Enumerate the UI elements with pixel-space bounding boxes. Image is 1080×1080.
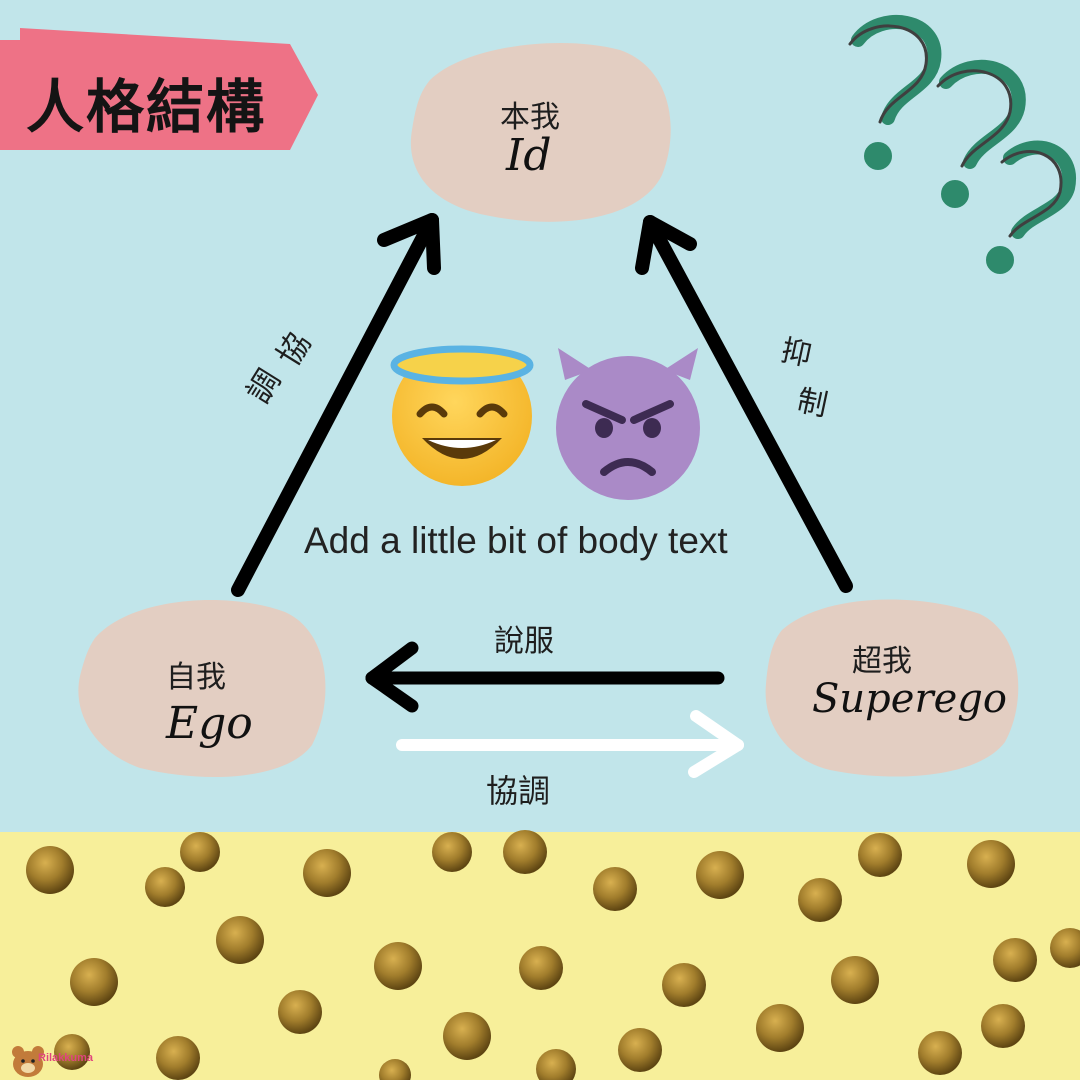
edge-label-ego-to-superego: 協調	[486, 766, 550, 812]
ego-node-label-zh: 自我	[166, 652, 226, 696]
body-text: Add a little bit of body text	[304, 520, 728, 562]
superego-node-label-en: Superego	[812, 676, 1007, 722]
page-title: 人格結構	[26, 60, 266, 144]
smiling-face-with-halo-icon	[392, 346, 532, 486]
angry-face-with-horns-icon	[556, 348, 700, 500]
ego-node-label-en: Ego	[166, 698, 253, 749]
arrow-ego-to-superego	[402, 716, 738, 772]
id-node-label-en: Id	[506, 130, 552, 181]
edge-label-superego-to-ego: 說服	[494, 616, 554, 660]
superego-node-label-zh: 超我	[852, 636, 912, 680]
question-mark-icons	[858, 22, 1069, 267]
watermark-text: Rilakkuma	[38, 1052, 93, 1064]
